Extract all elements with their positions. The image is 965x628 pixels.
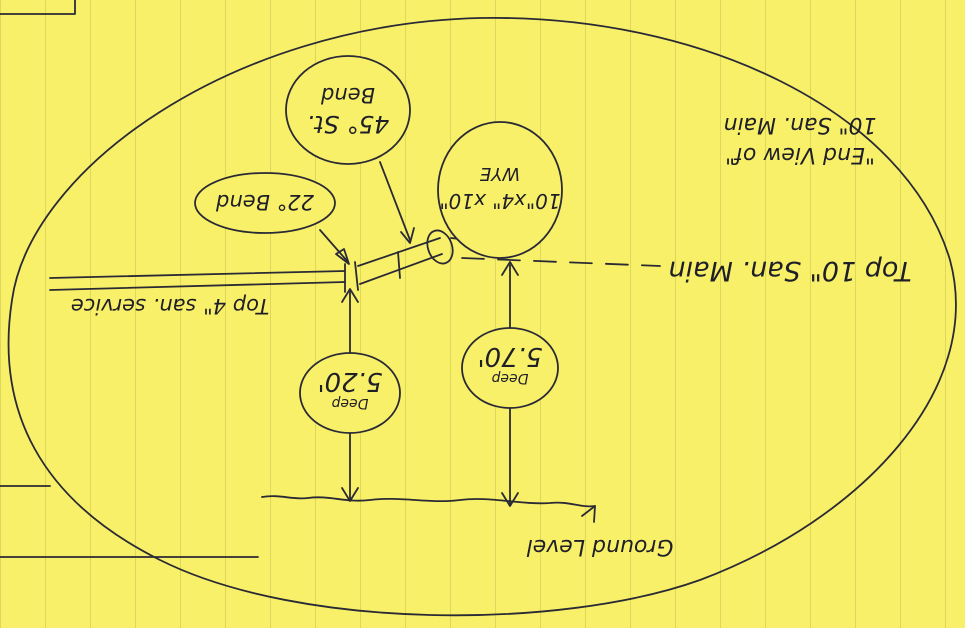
bend45-label-line2: Bend [320, 83, 375, 107]
bend45-bubble [285, 55, 411, 165]
bend22-label: 22° Bend [215, 190, 314, 214]
corner-box [0, 0, 76, 15]
bend22-arrow [319, 229, 349, 263]
depth-service-arrow-top [341, 288, 359, 303]
depth-main-bubble [461, 327, 559, 409]
wye-bubble [437, 121, 563, 259]
wye-label-line2: WYE [479, 163, 520, 184]
bend45-label-line1: 45° St. [307, 110, 389, 138]
top-main-dashed-line [461, 257, 661, 267]
depth-main-arrow-bottom [501, 492, 519, 507]
bend22-arrowhead [335, 248, 350, 265]
depth-main-unit: Deep [491, 370, 528, 386]
service-pipe-bottom [49, 281, 346, 291]
ground-arrow [581, 505, 596, 523]
depth-main-value: 5.70' [477, 341, 542, 371]
ground-line [261, 495, 596, 508]
depth-service-unit: Deep [331, 395, 368, 411]
service-pipe-top [49, 270, 346, 279]
end-view-label-line1: "End View of" [725, 142, 875, 167]
bend45-joint [397, 251, 401, 279]
wye-label-line1: 10"x4" x10" [439, 189, 560, 213]
bend45-arrow [379, 161, 411, 241]
bend45-arrowhead [400, 227, 415, 244]
ground-level-label: Ground Level [527, 534, 674, 559]
depth-main-arrow-top [501, 261, 519, 276]
top-main-label: Top 10" San. Main [668, 255, 911, 286]
detail-ellipse [7, 17, 957, 617]
bend22-bubble [194, 172, 336, 234]
end-view-label-line2: 10" San. Main [723, 112, 876, 137]
bend45-pipe [357, 237, 443, 285]
depth-service-value: 5.20' [317, 366, 382, 396]
depth-service-bubble [299, 352, 401, 434]
wye-stub [426, 229, 454, 265]
bend22-fitting [344, 261, 359, 293]
top-service-label: Top 4" san. service [71, 294, 269, 318]
